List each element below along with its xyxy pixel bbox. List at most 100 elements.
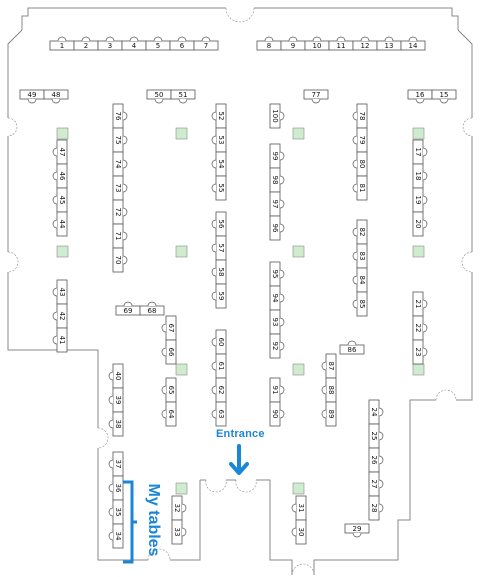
table-92: 92 (269, 333, 281, 359)
table-number-51: 51 (179, 91, 188, 99)
table-number-30: 30 (297, 528, 305, 537)
table-79: 79 (356, 127, 368, 153)
table-68: 68 (139, 305, 165, 316)
table-27: 27 (368, 471, 380, 497)
table-67: 67 (165, 315, 177, 341)
table-18: 18 (412, 163, 424, 189)
table-number-40: 40 (114, 372, 122, 381)
table-88: 88 (325, 377, 337, 403)
table-39: 39 (112, 387, 124, 413)
table-number-45: 45 (58, 196, 66, 205)
table-number-59: 59 (217, 292, 225, 301)
table-number-37: 37 (114, 460, 122, 469)
table-number-90: 90 (271, 410, 279, 419)
pillar-1 (56, 127, 69, 140)
table-number-33: 33 (173, 528, 181, 537)
table-number-10: 10 (313, 42, 322, 50)
pillar-7 (292, 245, 305, 258)
table-37: 37 (112, 451, 124, 477)
table-number-88: 88 (327, 386, 335, 395)
table-number-6: 6 (180, 42, 185, 50)
table-number-91: 91 (271, 386, 279, 395)
pillar-9 (175, 363, 188, 376)
pillar-6 (175, 245, 188, 258)
table-number-74: 74 (114, 160, 122, 169)
table-32: 32 (171, 495, 183, 521)
table-4: 4 (121, 40, 147, 51)
table-40: 40 (112, 363, 124, 389)
table-69: 69 (115, 305, 141, 316)
table-number-63: 63 (217, 410, 225, 419)
table-number-14: 14 (409, 42, 418, 50)
table-number-84: 84 (358, 276, 366, 285)
table-number-75: 75 (114, 136, 122, 145)
table-33: 33 (171, 519, 183, 545)
table-82: 82 (356, 219, 368, 245)
table-63: 63 (215, 401, 227, 427)
table-45: 45 (56, 187, 68, 213)
table-number-98: 98 (271, 176, 279, 185)
table-number-28: 28 (370, 504, 378, 513)
table-91: 91 (269, 377, 281, 403)
table-83: 83 (356, 243, 368, 269)
table-44: 44 (56, 211, 68, 237)
table-1: 1 (49, 40, 75, 51)
table-number-86: 86 (348, 346, 357, 354)
table-number-26: 26 (370, 456, 378, 465)
table-number-50: 50 (155, 91, 164, 99)
table-number-73: 73 (114, 184, 122, 193)
table-51: 51 (170, 89, 196, 100)
table-97: 97 (269, 191, 281, 217)
pillar-13 (292, 482, 305, 495)
table-53: 53 (215, 127, 227, 153)
table-100: 100 (269, 103, 281, 129)
table-90: 90 (269, 401, 281, 427)
table-54: 54 (215, 151, 227, 177)
table-52: 52 (215, 103, 227, 129)
table-number-92: 92 (271, 342, 279, 351)
table-10: 10 (304, 40, 330, 51)
table-number-43: 43 (58, 288, 66, 297)
table-number-93: 93 (271, 318, 279, 327)
table-number-46: 46 (58, 172, 66, 181)
table-28: 28 (368, 495, 380, 521)
pillar-11 (412, 363, 425, 376)
table-number-85: 85 (358, 300, 366, 309)
table-number-64: 64 (167, 410, 175, 419)
table-number-78: 78 (358, 112, 366, 121)
table-89: 89 (325, 401, 337, 427)
table-number-48: 48 (52, 91, 61, 99)
table-number-99: 99 (271, 152, 279, 161)
table-61: 61 (215, 353, 227, 379)
table-64: 64 (165, 401, 177, 427)
table-62: 62 (215, 377, 227, 403)
table-number-55: 55 (217, 184, 225, 193)
table-22: 22 (412, 315, 424, 341)
pillar-8 (412, 245, 425, 258)
table-number-44: 44 (58, 220, 66, 229)
table-72: 72 (112, 199, 124, 225)
table-85: 85 (356, 291, 368, 317)
table-number-47: 47 (58, 148, 66, 157)
table-57: 57 (215, 235, 227, 261)
table-number-66: 66 (167, 348, 175, 357)
table-number-29: 29 (353, 525, 362, 533)
my-tables-bracket (123, 480, 137, 564)
table-12: 12 (352, 40, 378, 51)
table-number-20: 20 (414, 220, 422, 229)
table-23: 23 (412, 339, 424, 365)
table-number-61: 61 (217, 362, 225, 371)
table-number-81: 81 (358, 184, 366, 193)
table-81: 81 (356, 175, 368, 201)
table-number-57: 57 (217, 244, 225, 253)
table-number-9: 9 (291, 42, 295, 50)
pillar-12 (175, 482, 188, 495)
table-38: 38 (112, 411, 124, 437)
table-number-38: 38 (114, 420, 122, 429)
table-15: 15 (431, 89, 457, 100)
table-75: 75 (112, 127, 124, 153)
table-number-77: 77 (312, 91, 321, 99)
table-7: 7 (193, 40, 219, 51)
